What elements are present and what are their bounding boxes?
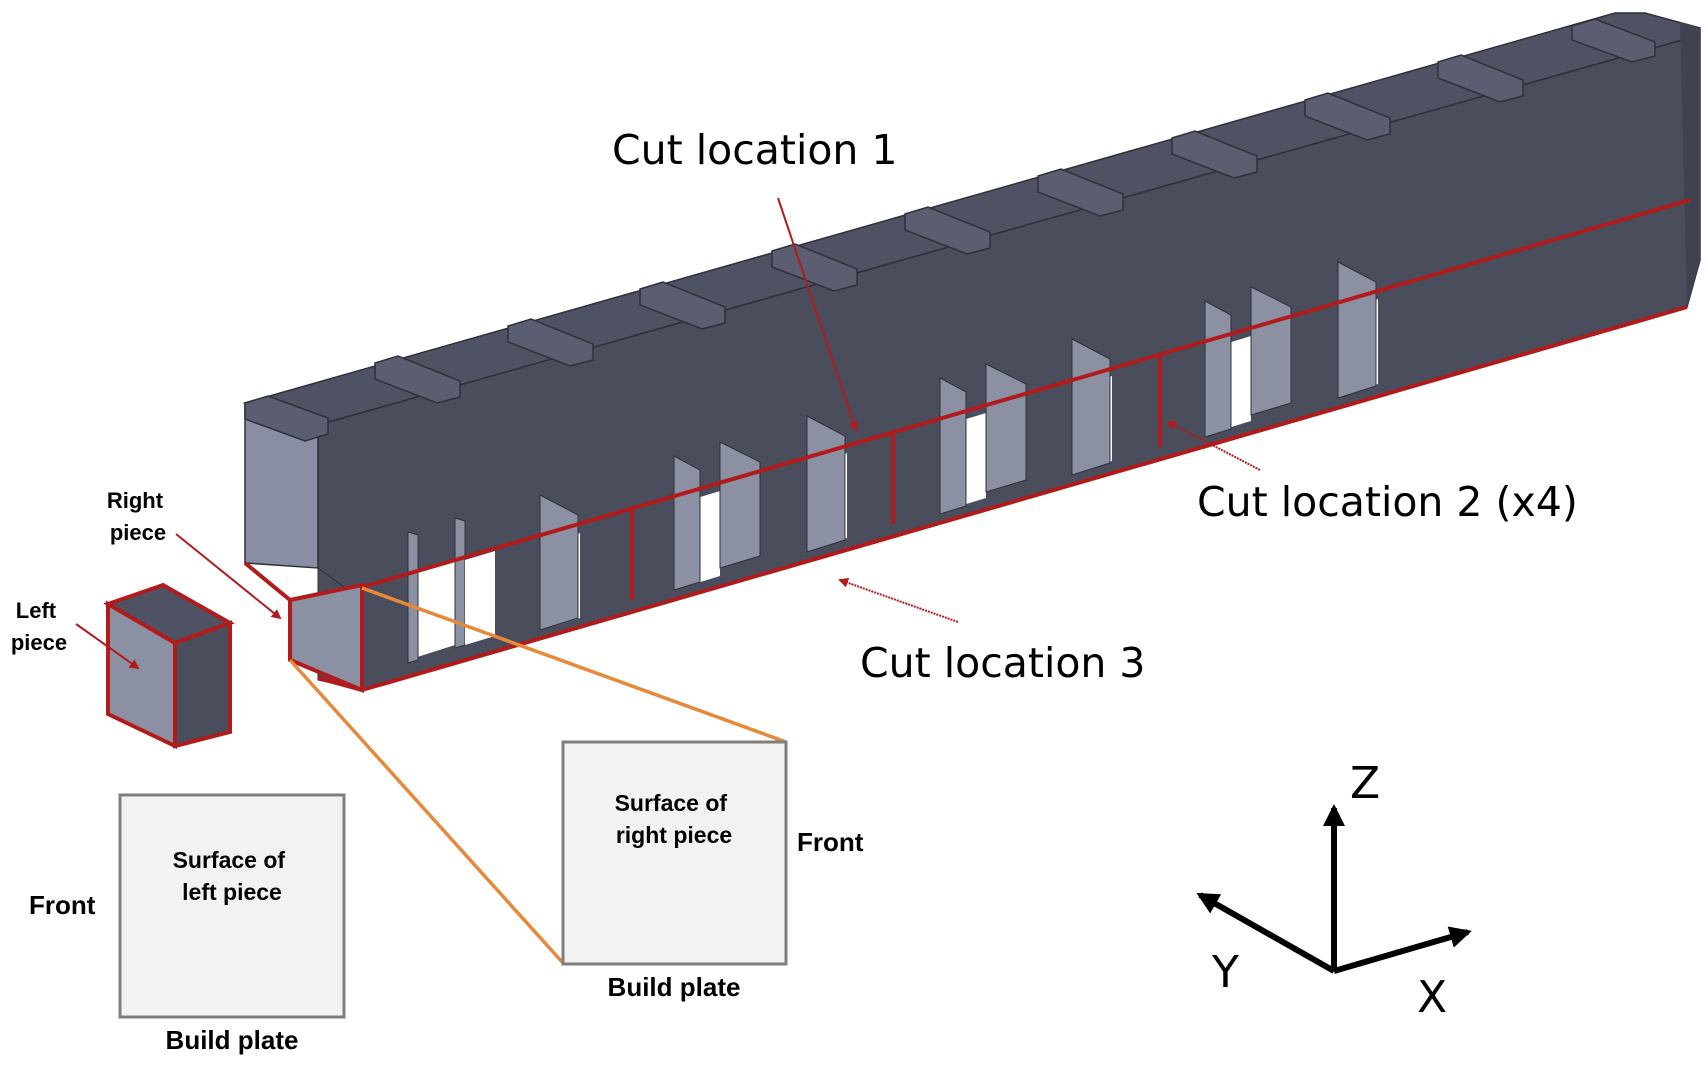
right-surface-box [561, 740, 788, 966]
arrow-cut1 [777, 197, 859, 432]
coordinate-axes [1196, 804, 1472, 974]
build-plate-label-right: Build plate [608, 972, 741, 1002]
left-piece [103, 582, 235, 750]
ridge [771, 243, 858, 292]
ridge [904, 206, 991, 255]
ridge [244, 395, 329, 442]
cut-location-1-label: Cut location 1 [612, 126, 898, 174]
slot-pair [1204, 286, 1292, 438]
left-piece-label: Left piece [11, 598, 67, 655]
cut-line-3 [361, 305, 1688, 692]
arrow-left-piece [75, 623, 140, 670]
right-piece [288, 582, 364, 693]
arrow-cut2 [1166, 421, 1261, 471]
build-plate-label-left: Build plate [166, 1025, 299, 1055]
right-piece-label: Right piece [107, 488, 169, 545]
left-surface-box [118, 793, 346, 1019]
annotation-arrows [75, 197, 1261, 670]
cut-location-3-label: Cut location 3 [860, 639, 1146, 687]
ridge [374, 355, 461, 404]
x-axis-label: X [1417, 972, 1447, 1023]
front-label-left: Front [29, 890, 96, 920]
zoom-lines [288, 586, 787, 965]
ridge [1304, 92, 1391, 141]
arrow-right-piece [175, 533, 282, 620]
slots [407, 261, 1378, 664]
left-surface-label: Surface of left piece [173, 847, 292, 905]
slot-single [1071, 338, 1112, 476]
y-axis-label: Y [1211, 947, 1239, 998]
ridge [1171, 130, 1258, 179]
ridge [1037, 168, 1124, 217]
front-label-right: Front [797, 827, 864, 857]
part-tip [1680, 22, 1700, 307]
cut-line-1 [317, 198, 1691, 602]
ridge [639, 281, 726, 330]
cut-lines [243, 198, 1691, 693]
y-axis [1196, 892, 1336, 974]
ridge [1437, 54, 1524, 103]
slot-single [806, 415, 847, 553]
slot-single [539, 494, 580, 631]
z-axis-label: Z [1350, 758, 1380, 809]
slot-single [1337, 261, 1378, 399]
top-ridges [244, 18, 1656, 442]
ridge [507, 318, 594, 367]
x-axis [1333, 926, 1472, 974]
cut-location-2-label: Cut location 2 (x4) [1197, 478, 1578, 526]
slot-pair [407, 517, 495, 664]
arrow-cut3 [838, 577, 959, 623]
right-surface-label: Surface of right piece [615, 790, 734, 848]
ridge [1571, 18, 1656, 63]
